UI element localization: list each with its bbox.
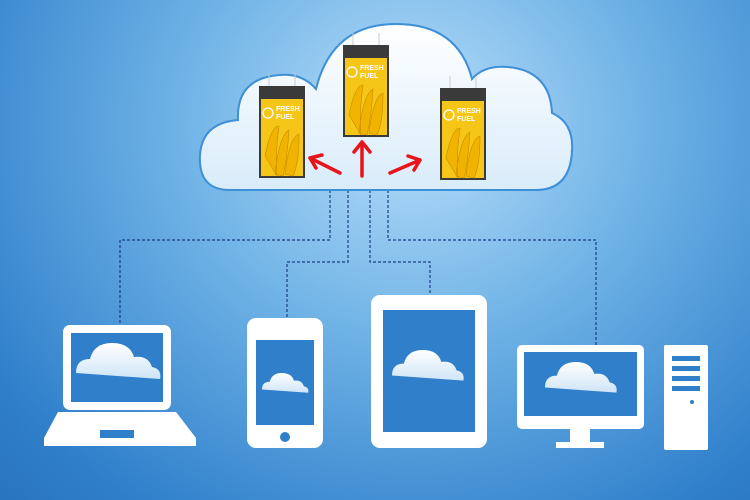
smartphone-icon [247, 318, 323, 448]
laptop-icon [44, 325, 196, 446]
sign-brand-line1: FRESH [457, 108, 481, 115]
tablet-icon [371, 295, 487, 448]
sign-center: FRESH FUEL [342, 32, 390, 138]
sign-brand-line2: FUEL [276, 114, 295, 121]
sign-right: FRESH FUEL [439, 75, 487, 181]
sign-brand-line1: FRESH [276, 106, 300, 113]
desktop-monitor-icon [517, 345, 644, 448]
sign-brand-line1: FRESH [360, 65, 384, 72]
connector-tablet [369, 190, 431, 295]
arrow-up-icon [352, 140, 372, 178]
sign-brand-line2: FUEL [457, 116, 476, 123]
red-arrows [308, 140, 422, 178]
connector-laptop [119, 190, 331, 325]
arrow-left-icon [308, 153, 342, 175]
sign-left: FRESH FUEL [258, 73, 306, 179]
arrow-right-icon [388, 154, 422, 175]
connector-lines [119, 190, 597, 345]
connector-phone [286, 190, 349, 318]
desktop-tower-icon [664, 345, 708, 450]
connector-desktop [387, 190, 597, 345]
sign-brand-line2: FUEL [360, 73, 379, 80]
